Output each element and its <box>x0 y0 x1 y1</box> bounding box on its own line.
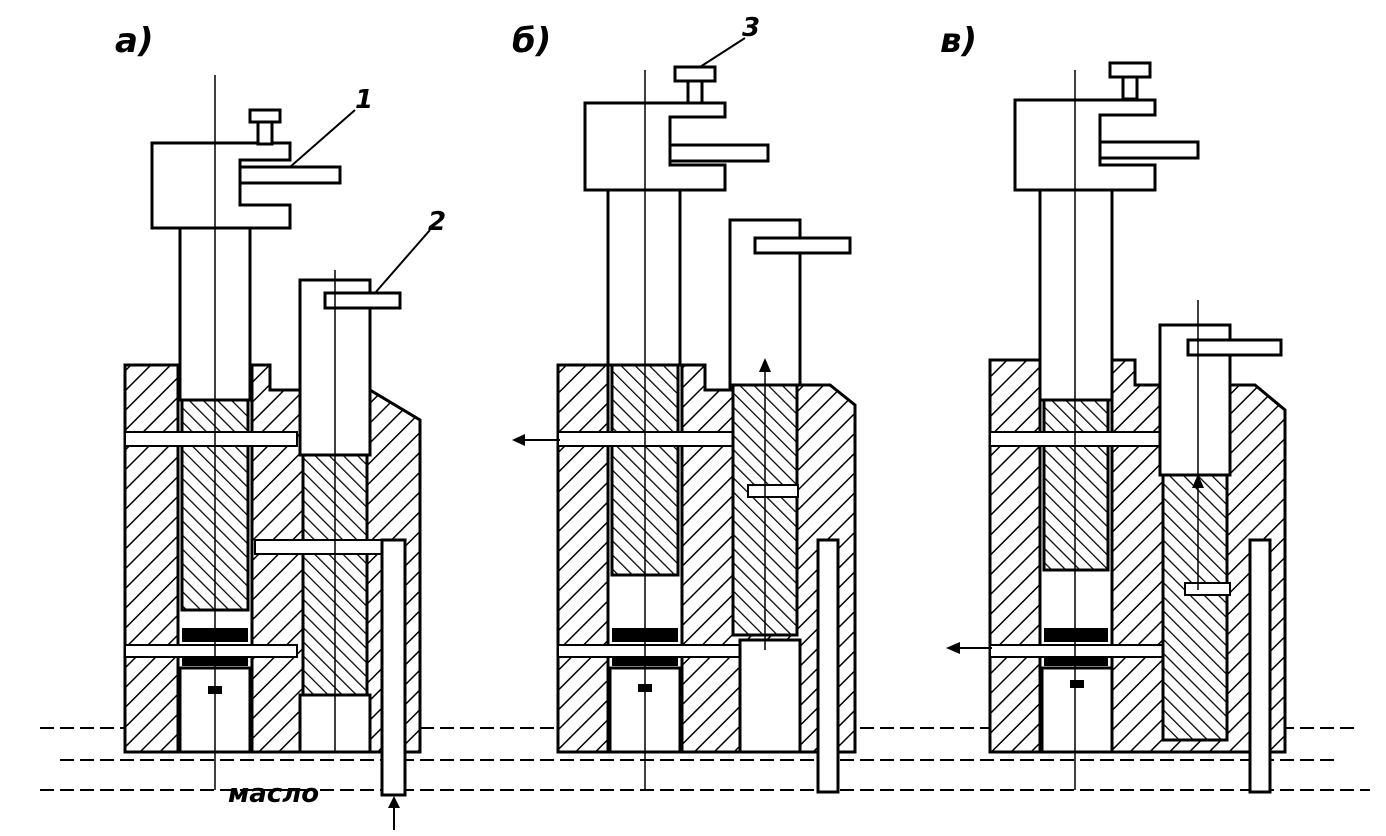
callout-2: 2 <box>428 207 446 237</box>
panel-label-c: в) <box>940 21 977 61</box>
panel-b <box>512 37 857 794</box>
top-head-b <box>583 101 727 192</box>
panel-c <box>946 61 1287 794</box>
lever-b-top <box>668 143 770 163</box>
plunger-c <box>1042 398 1110 572</box>
callout-1: 1 <box>355 85 373 115</box>
oil-label: масло <box>228 779 319 809</box>
panel-a <box>123 75 431 830</box>
lever-1 <box>238 165 342 185</box>
pump-body-c <box>988 323 1287 754</box>
panel-label-b: б) <box>512 21 551 61</box>
top-head-a <box>150 141 292 230</box>
pump-body-b <box>556 363 857 754</box>
pump-body-a <box>123 363 422 754</box>
top-head-c <box>1013 98 1157 192</box>
callout-3: 3 <box>742 13 760 43</box>
inlet-pipe-a <box>380 538 407 797</box>
panel-label-a: а) <box>115 21 153 61</box>
lever-2 <box>323 291 402 310</box>
